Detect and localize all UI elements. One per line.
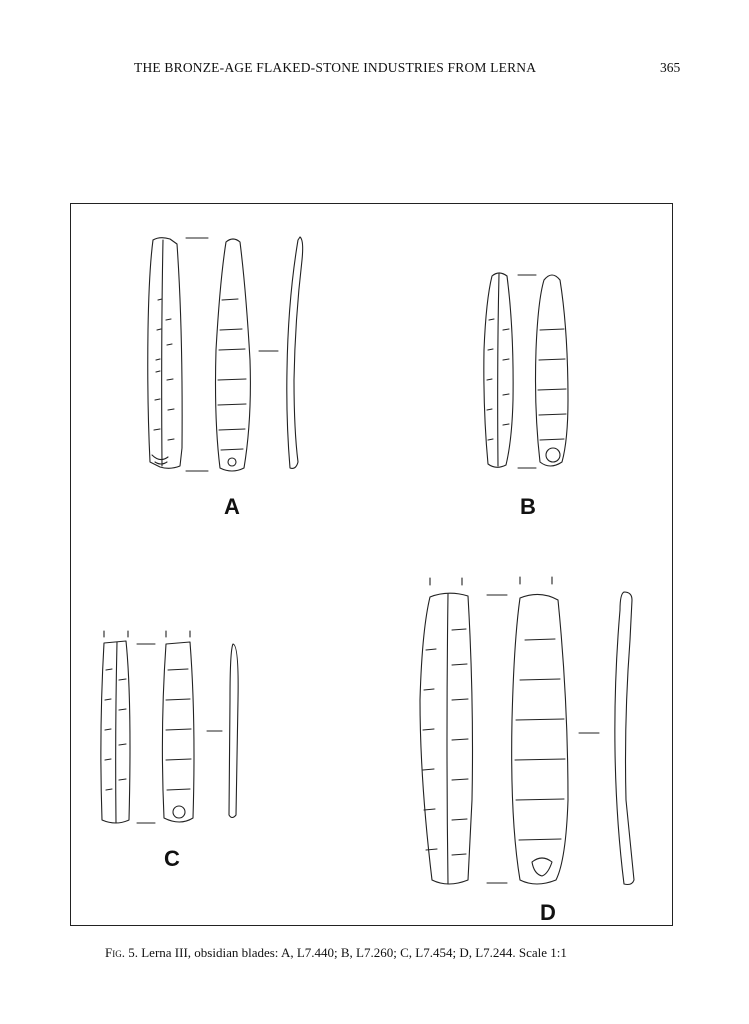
running-title: THE BRONZE-AGE FLAKED-STONE INDUSTRIES F… [134, 60, 537, 75]
blade-d-ventral-drawing [511, 593, 569, 885]
blade-c-scale-ticks [136, 643, 156, 824]
figure-caption: Fig. 5. Lerna III, obsidian blades: A, L… [105, 945, 705, 961]
blade-c-ventral-drawing [161, 641, 195, 823]
blade-a-ventral-drawing [214, 238, 251, 472]
blade-b-dorsal-drawing [483, 272, 514, 468]
blade-c-dorsal-drawing [100, 640, 131, 824]
blade-b-scale-ticks [517, 274, 537, 469]
label-b: B [520, 494, 536, 519]
blade-b-ventral-drawing [534, 274, 569, 467]
blade-d-profile-drawing [578, 591, 635, 886]
page-number: 365 [660, 60, 681, 75]
figure-frame [70, 203, 673, 926]
blade-a-scale-ticks [185, 237, 209, 472]
blade-c-top-ticks [103, 630, 191, 638]
caption-label: Fig. 5. [105, 945, 138, 960]
label-a: A [224, 494, 240, 519]
blade-d-scale-ticks [486, 594, 508, 884]
caption-text: Lerna III, obsidian blades: A, L7.440; B… [141, 945, 567, 960]
blade-d-top-ticks [429, 576, 553, 586]
label-c: C [164, 846, 180, 871]
blade-c-profile-drawing [206, 643, 239, 819]
label-d: D [540, 900, 556, 925]
blade-a-dorsal-drawing [147, 237, 183, 469]
blade-a-profile-drawing [258, 236, 304, 469]
blade-d-dorsal-drawing [419, 592, 474, 885]
